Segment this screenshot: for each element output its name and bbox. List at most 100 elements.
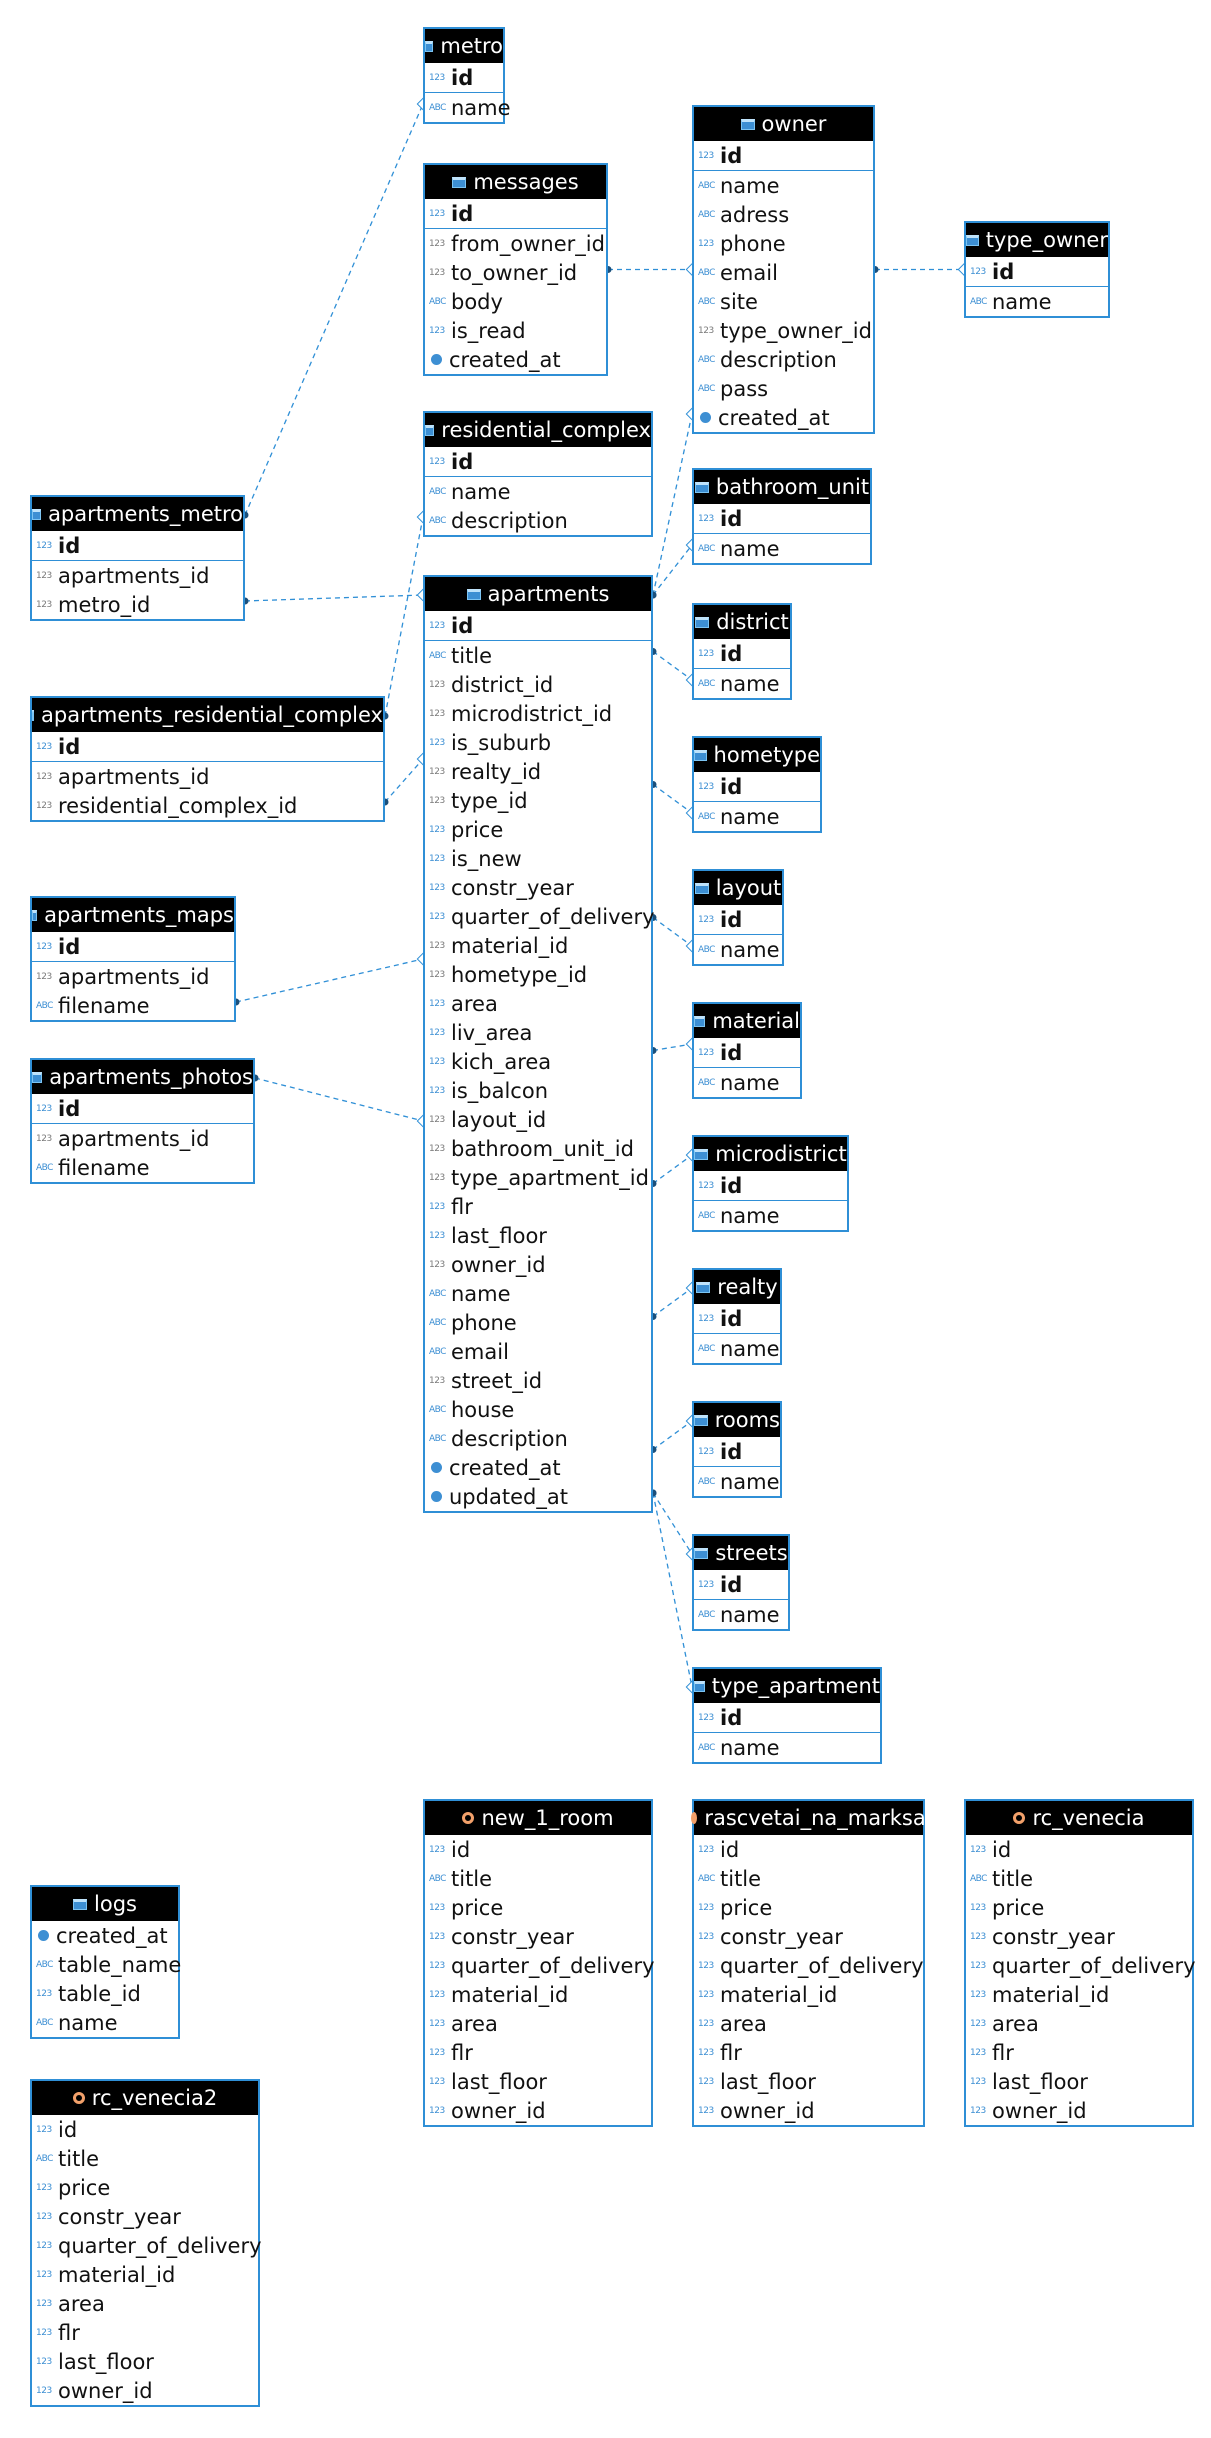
- entity-header[interactable]: apartments_maps: [32, 898, 234, 932]
- entity-header[interactable]: logs: [32, 1887, 178, 1921]
- entity-header[interactable]: apartments: [425, 577, 651, 611]
- entity-header[interactable]: rc_venecia2: [32, 2081, 258, 2115]
- entity-header[interactable]: type_owner: [966, 223, 1108, 257]
- entity-header[interactable]: rooms: [694, 1403, 780, 1437]
- entity-header[interactable]: residential_complex: [425, 413, 651, 447]
- entity-header[interactable]: apartments_residential_complex: [32, 698, 383, 732]
- entity-header[interactable]: realty: [694, 1270, 780, 1304]
- entity-header[interactable]: rc_venecia: [966, 1801, 1192, 1835]
- entity-header[interactable]: new_1_room: [425, 1801, 651, 1835]
- column-row[interactable]: created_at: [694, 403, 873, 432]
- entity-header[interactable]: hometype: [694, 738, 820, 772]
- entity-header[interactable]: apartments_photos: [32, 1060, 253, 1094]
- entity-header[interactable]: rascvetai_na_marksa: [691, 1801, 926, 1835]
- entity-header[interactable]: microdistrict: [694, 1137, 847, 1171]
- entity-header[interactable]: district: [694, 605, 790, 639]
- column-row[interactable]: created_at: [425, 1453, 651, 1482]
